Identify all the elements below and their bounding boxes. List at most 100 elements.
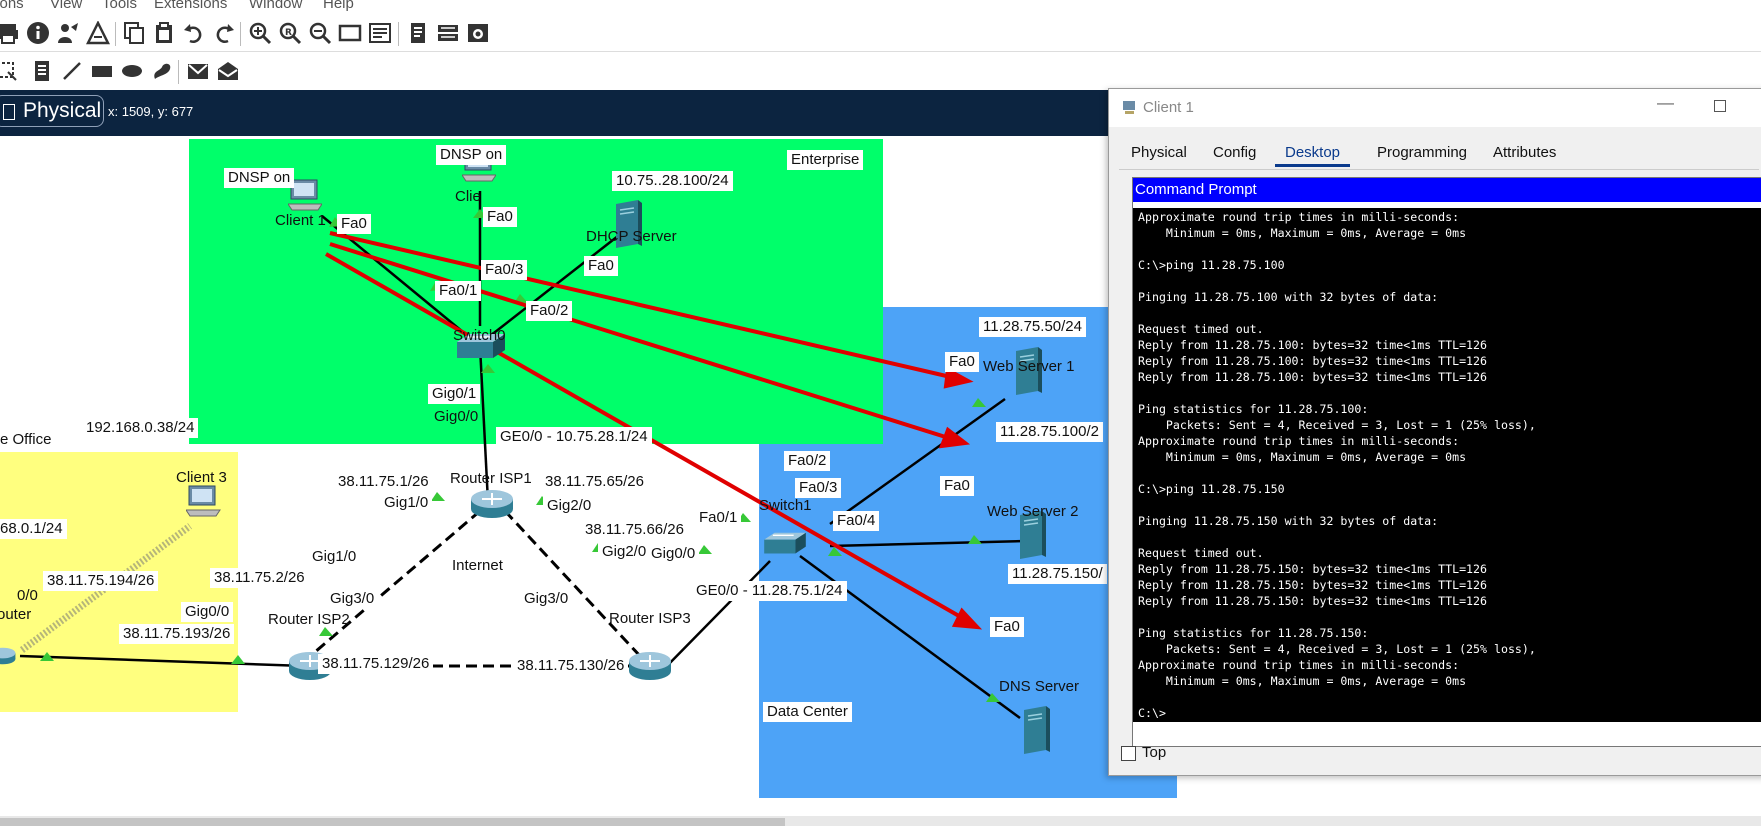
minimize-button[interactable]: — — [1657, 93, 1674, 112]
print-icon[interactable] — [0, 21, 20, 45]
isp1-gig10-label: Gig1/0 — [380, 493, 433, 513]
console-line — [1138, 497, 1761, 513]
sw1-fa03-label: Fa0/3 — [795, 478, 842, 498]
undo-icon[interactable] — [182, 21, 206, 45]
line-draw-icon[interactable] — [60, 59, 84, 83]
checkbox-box[interactable] — [1121, 745, 1136, 761]
sw1-fa02-label: Fa0/2 — [784, 451, 831, 471]
gig00-label: Gig0/0 — [434, 408, 479, 425]
dhcp-server-name: DHCP Server — [586, 228, 677, 245]
copy-icon[interactable] — [122, 21, 146, 45]
web-server-2-name: Web Server 2 — [987, 503, 1079, 520]
rectangle-icon[interactable] — [90, 59, 114, 83]
console-line: C:\> — [1138, 706, 1166, 720]
pc-window-icon — [1123, 101, 1135, 114]
client-1-name: Client 1 — [275, 212, 326, 229]
complex-pdu-icon[interactable] — [216, 59, 240, 83]
network-wizard-icon[interactable] — [56, 21, 80, 45]
maximize-button[interactable] — [1714, 100, 1726, 112]
pdu-list-icon[interactable] — [436, 21, 460, 45]
menu-extensions[interactable]: Extensions — [154, 0, 228, 12]
sw1-fa04-label: Fa0/4 — [833, 511, 880, 531]
always-on-top-checkbox[interactable]: Top — [1121, 744, 1166, 761]
web-server-1-name: Web Server 1 — [983, 358, 1075, 375]
tab-divider — [1119, 169, 1759, 170]
info-icon[interactable] — [26, 21, 50, 45]
zoom-in-icon[interactable] — [248, 21, 272, 45]
note-icon[interactable] — [30, 59, 54, 83]
command-prompt-console[interactable]: Approximate round trip times in milli-se… — [1133, 208, 1761, 722]
freeform-icon[interactable] — [150, 59, 174, 83]
console-line: Reply from 11.28.75.100: bytes=32 time<1… — [1138, 338, 1488, 352]
router-isp1-icon[interactable] — [470, 489, 514, 519]
ellipse-icon[interactable] — [120, 59, 144, 83]
canvas-horizontal-scrollbar[interactable] — [0, 816, 1761, 826]
drawing-toolbar — [0, 52, 1761, 90]
palette-icon[interactable] — [86, 21, 110, 45]
ip-38-66-label: 38.11.75.66/26 — [581, 520, 688, 540]
draw-rectangle-icon[interactable] — [338, 21, 362, 45]
zoom-out-icon[interactable] — [308, 21, 332, 45]
add-pdu-icon[interactable] — [186, 59, 210, 83]
zoom-reset-icon[interactable]: R — [278, 21, 302, 45]
web-server-1-ip-label: 11.28.75.50/24 — [979, 317, 1086, 337]
client-3-pc-icon[interactable] — [186, 484, 226, 518]
tab-config[interactable]: Config — [1213, 144, 1257, 161]
sw0-fa01-label: Fa0/1 — [435, 281, 482, 301]
client2-fa0-label: Fa0 — [483, 207, 517, 227]
menu-window[interactable]: Window — [249, 0, 303, 12]
router-isp3-name: Router ISP3 — [609, 610, 691, 627]
console-line: Approximate round trip times in milli-se… — [1138, 434, 1460, 448]
web-server-1-icon[interactable] — [1012, 345, 1044, 397]
dhcp-server-icon[interactable] — [612, 198, 644, 250]
menu-options[interactable]: tions — [0, 0, 24, 12]
select-icon[interactable] — [0, 59, 18, 83]
console-line: Reply from 11.28.75.150: bytes=32 time<1… — [1138, 594, 1488, 608]
home-router-icon[interactable] — [0, 641, 16, 671]
tab-desktop[interactable]: Desktop — [1275, 141, 1351, 167]
web-server-2-ip-label: 11.28.75.100/2 — [996, 422, 1103, 442]
scrollbar-thumb[interactable] — [0, 818, 785, 826]
ip-38-65-label: 38.11.75.65/26 — [541, 472, 648, 492]
console-line: Request timed out. — [1138, 322, 1264, 336]
router-isp3-icon[interactable] — [628, 651, 672, 681]
menu-tools[interactable]: Tools — [102, 0, 138, 12]
main-toolbar: R — [0, 14, 1761, 52]
screenshot-icon[interactable] — [466, 21, 490, 45]
isp3-gig00-label: Gig0/0 — [647, 544, 700, 564]
console-line: Reply from 11.28.75.150: bytes=32 time<1… — [1138, 562, 1488, 576]
router-isp1-name: Router ISP1 — [450, 470, 532, 487]
tab-physical[interactable]: Physical — [1131, 144, 1187, 161]
web-server-2-icon[interactable] — [1016, 509, 1048, 561]
switch1-icon[interactable] — [760, 531, 810, 557]
isp2-gig30-label: Gig3/0 — [326, 589, 379, 609]
tab-attributes[interactable]: Attributes — [1493, 144, 1557, 161]
switch0-name: Switch0 — [453, 327, 506, 344]
redo-icon[interactable] — [212, 21, 236, 45]
console-line: C:\>ping 11.28.75.150 — [1138, 482, 1285, 496]
window-title-bar[interactable]: Client 1 — — [1109, 89, 1761, 127]
notes-icon[interactable] — [406, 21, 430, 45]
paste-icon[interactable] — [152, 21, 176, 45]
data-center-label: Data Center — [763, 702, 852, 722]
command-prompt-app: Command Prompt Approximate round trip ti… — [1132, 177, 1761, 747]
internet-label: Internet — [448, 556, 507, 576]
isp2-gig10-label: Gig1/0 — [308, 547, 361, 567]
isp2-gig00-label: Gig0/0 — [181, 602, 234, 622]
workspace-mode-bar: Physical x: 1509, y: 677 — [0, 90, 1110, 136]
console-line — [1138, 465, 1761, 481]
menu-view[interactable]: View — [50, 0, 83, 12]
isp3-gig30-label: Gig3/0 — [520, 589, 573, 609]
tab-programming[interactable]: Programming — [1377, 144, 1468, 161]
ip-38-1-label: 38.11.75.1/26 — [334, 472, 433, 492]
physical-mode-button[interactable]: Physical — [0, 95, 104, 127]
console-line: Reply from 11.28.75.100: bytes=32 time<1… — [1138, 370, 1488, 384]
console-line — [1138, 273, 1761, 289]
client-1-pc-icon[interactable] — [288, 178, 322, 212]
dns-server-icon[interactable] — [1020, 704, 1052, 756]
dhcp-ip-note: 10.75..28.100/24 — [612, 171, 733, 191]
menu-help[interactable]: Help — [323, 0, 354, 12]
custom-device-icon[interactable] — [368, 21, 392, 45]
switch0-icon[interactable] — [455, 332, 507, 362]
dhcp-fa0-label: Fa0 — [584, 256, 618, 276]
